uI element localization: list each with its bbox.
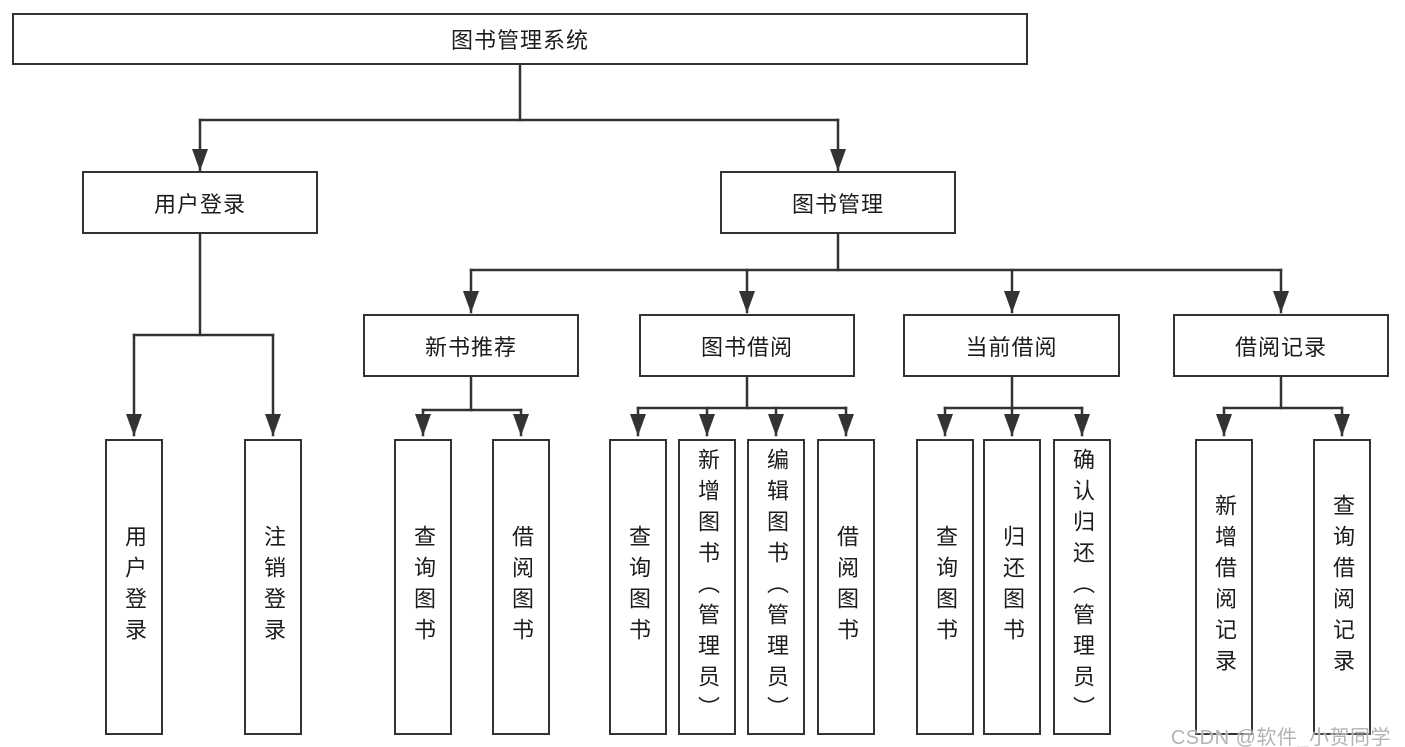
node-leaf-confirm-return-admin: 确认归还（管理员）	[1053, 439, 1111, 735]
node-leaf-return-books: 归还图书	[983, 439, 1041, 735]
node-leaf-borrow-books-recommend-label: 借阅图书	[509, 525, 534, 649]
node-leaf-query-borrow-record: 查询借阅记录	[1313, 439, 1371, 735]
node-borrow-records: 借阅记录	[1173, 314, 1389, 377]
csdn-watermark: CSDN @软件_小贺同学	[1170, 727, 1391, 747]
node-leaf-add-borrow-record-label: 新增借阅记录	[1212, 494, 1237, 680]
node-leaf-query-borrow-record-label: 查询借阅记录	[1330, 494, 1355, 680]
node-leaf-borrow-books: 借阅图书	[817, 439, 875, 735]
node-current-borrow: 当前借阅	[903, 314, 1120, 377]
node-leaf-confirm-return-admin-label: 确认归还（管理员）	[1070, 447, 1095, 727]
node-book-management-label: 图书管理	[791, 191, 884, 217]
node-leaf-add-book-admin: 新增图书（管理员）	[678, 439, 736, 735]
node-book-borrow-label: 图书借阅	[700, 334, 793, 360]
node-leaf-add-borrow-record: 新增借阅记录	[1195, 439, 1253, 735]
node-leaf-logout: 注销登录	[244, 439, 302, 735]
node-leaf-query-books-current-label: 查询图书	[933, 525, 958, 649]
node-leaf-edit-book-admin-label: 编辑图书（管理员）	[764, 447, 789, 727]
node-new-book-recommend: 新书推荐	[363, 314, 579, 377]
node-system-root: 图书管理系统	[12, 13, 1028, 65]
node-leaf-edit-book-admin: 编辑图书（管理员）	[747, 439, 805, 735]
node-borrow-records-label: 借阅记录	[1234, 334, 1327, 360]
node-user-login-label: 用户登录	[153, 191, 246, 217]
node-leaf-borrow-books-label: 借阅图书	[834, 525, 859, 649]
node-leaf-user-login-label: 用户登录	[122, 525, 147, 649]
node-leaf-user-login: 用户登录	[105, 439, 163, 735]
node-new-book-recommend-label: 新书推荐	[424, 334, 517, 360]
node-leaf-logout-label: 注销登录	[261, 525, 286, 649]
node-leaf-query-books-current: 查询图书	[916, 439, 974, 735]
node-leaf-query-books-recommend-label: 查询图书	[411, 525, 436, 649]
node-current-borrow-label: 当前借阅	[965, 334, 1058, 360]
node-book-management: 图书管理	[720, 171, 956, 234]
node-leaf-borrow-books-recommend: 借阅图书	[492, 439, 550, 735]
connector-group	[126, 63, 1350, 437]
node-system-root-label: 图书管理系统	[450, 28, 589, 53]
node-leaf-return-books-label: 归还图书	[1000, 525, 1025, 649]
node-leaf-query-books-borrow-label: 查询图书	[626, 525, 651, 649]
node-leaf-add-book-admin-label: 新增图书（管理员）	[695, 447, 720, 727]
node-user-login: 用户登录	[82, 171, 318, 234]
node-leaf-query-books-borrow: 查询图书	[609, 439, 667, 735]
node-leaf-query-books-recommend: 查询图书	[394, 439, 452, 735]
node-book-borrow: 图书借阅	[639, 314, 855, 377]
